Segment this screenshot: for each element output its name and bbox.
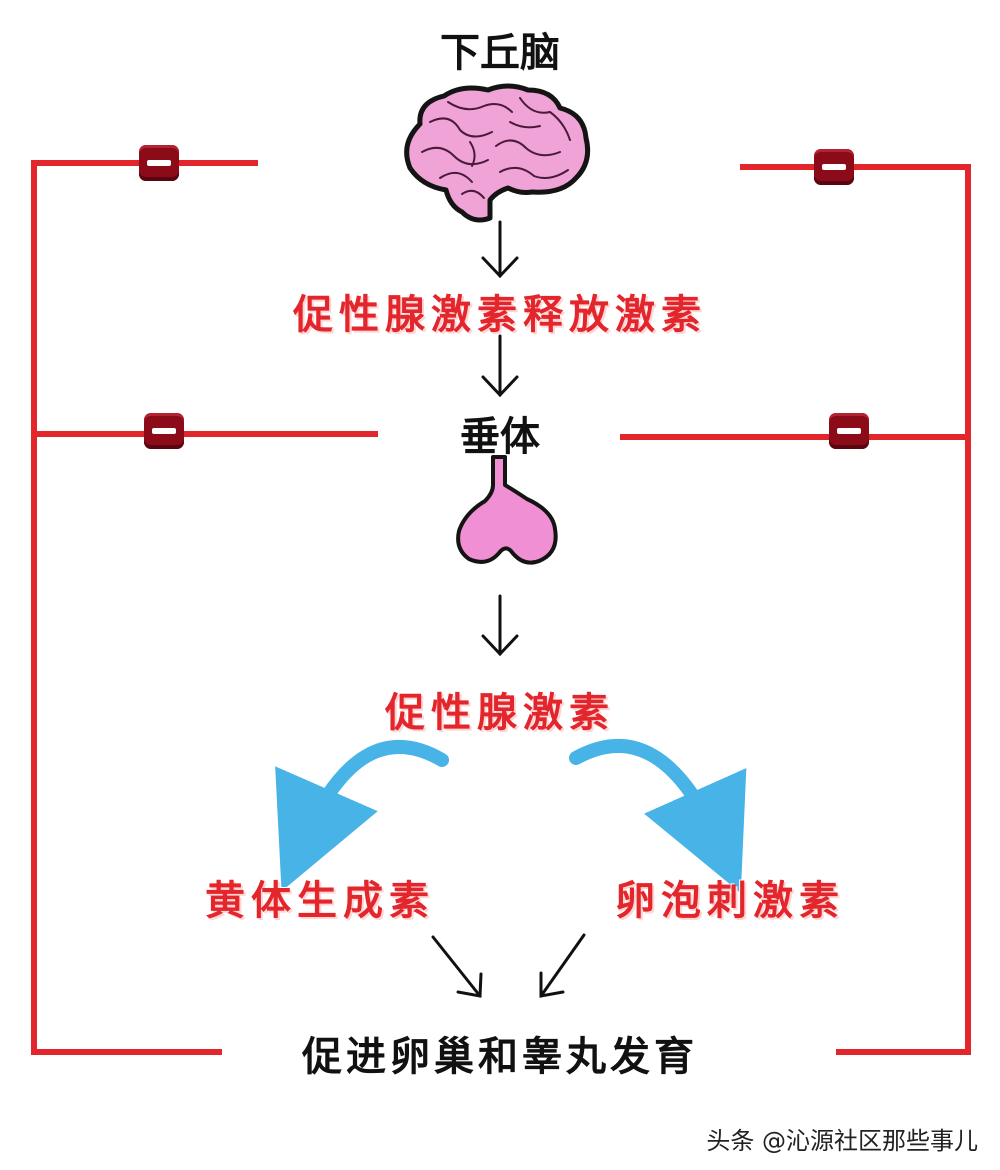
brain-icon	[404, 83, 591, 223]
curved-arrow-right	[569, 738, 747, 894]
node-pituitary: 垂体	[460, 414, 540, 460]
node-hypothalamus: 下丘脑	[440, 30, 560, 76]
pituitary-gland-icon	[456, 455, 558, 565]
arrow-pituitary-to-gonadotropin	[481, 594, 519, 657]
negative-feedback-badge-mid-right	[829, 413, 869, 449]
arrow-lh-to-outcome	[431, 935, 483, 998]
node-gnrh: 促性腺激素释放激素	[293, 292, 707, 338]
node-lh: 黄体生成素	[205, 878, 435, 924]
watermark: 头条 @沁源社区那些事儿	[706, 1127, 978, 1155]
curved-arrow-left	[275, 739, 449, 892]
flow-arrows	[431, 220, 586, 998]
negative-feedback-badge-top-left	[139, 145, 179, 181]
feedback-loop-right	[620, 164, 971, 1055]
arrow-hypothalamus-to-gnrh	[481, 220, 519, 279]
node-gonadotropin: 促性腺激素	[385, 690, 615, 736]
arrow-gnrh-to-pituitary	[481, 334, 519, 398]
node-outcome: 促进卵巢和睾丸发育	[302, 1034, 698, 1080]
negative-feedback-badge-top-right	[814, 149, 854, 185]
node-fsh: 卵泡刺激素	[615, 878, 845, 924]
arrow-fsh-to-outcome	[539, 933, 586, 998]
negative-feedback-badge-mid-left	[144, 413, 184, 449]
